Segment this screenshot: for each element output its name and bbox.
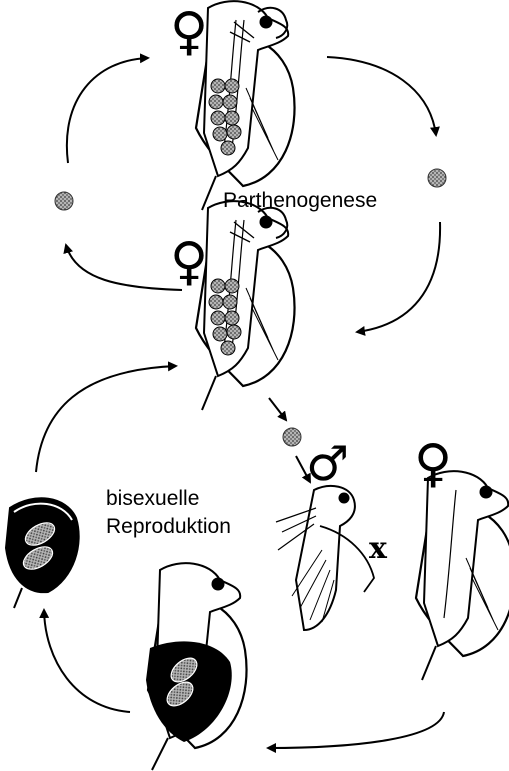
egg-icon [428,169,446,187]
arrow-icon [327,57,436,135]
sexual-reproduction-label-line2: Reproduktion [106,514,231,540]
arrow-icon [269,398,286,420]
egg-icon [55,192,73,210]
arrow-icon [44,610,130,712]
female-symbol-icon: ♀ [170,236,208,288]
arrow-icon [357,222,440,332]
arrow-icon [67,58,148,163]
daphnia-female-icon [416,471,509,680]
male-symbol-icon: ♂ [306,440,349,488]
arrow-icon [66,245,182,290]
daphnia-female-ephippium-icon [146,563,247,770]
female-symbol-icon: ♀ [170,6,208,58]
sexual-reproduction-label-line1: bisexuelle [106,486,199,512]
daphnia-female-icon [196,1,295,210]
egg-icon [283,428,301,446]
arrow-icon [268,712,444,748]
cross-symbol: x [369,534,387,564]
female-symbol-icon: ♀ [414,438,452,490]
arrow-icon [36,366,176,472]
parthenogenesis-label: Parthenogenese [223,188,377,214]
daphnia-male-icon [276,486,374,630]
ephippium-icon [6,498,79,608]
daphnia-female-icon [196,201,295,410]
